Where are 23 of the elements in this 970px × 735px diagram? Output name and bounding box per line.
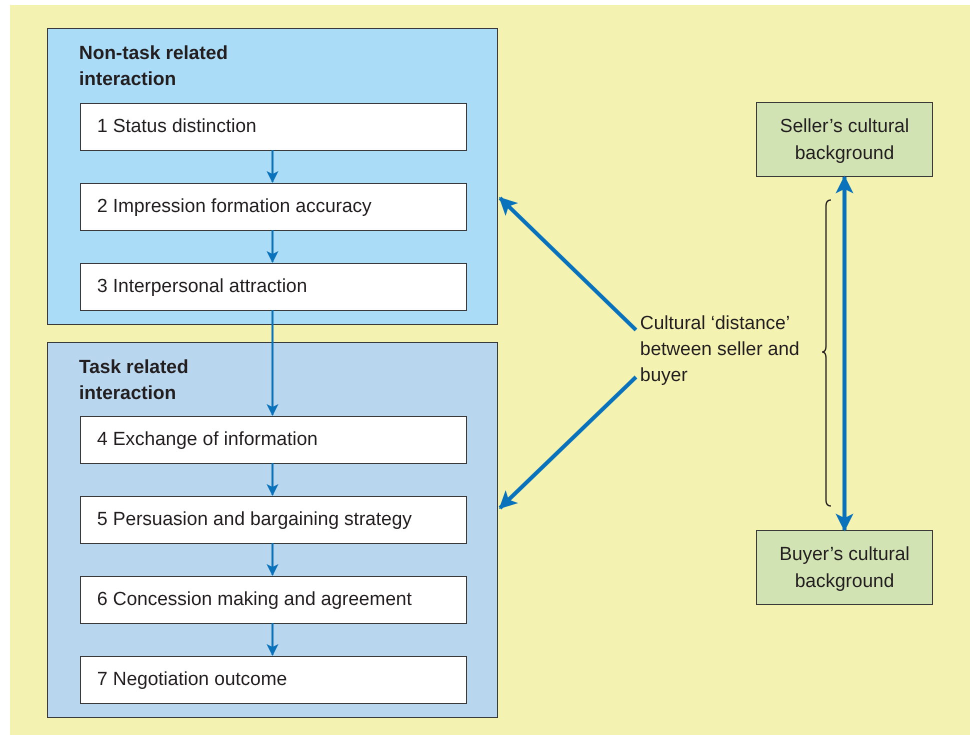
arrow	[266, 230, 278, 263]
arrow	[266, 463, 278, 496]
stage-panel	[47, 342, 498, 718]
background-box: Buyer’s cultural background	[756, 530, 933, 605]
arrow	[266, 623, 278, 656]
process-box: 4 Exchange of information	[80, 416, 467, 464]
arrow	[266, 310, 278, 416]
panel-heading: Task related interaction	[79, 356, 190, 406]
process-box: 2 Impression formation accuracy	[80, 183, 467, 231]
process-box: 1 Status distinction	[80, 103, 467, 151]
annotation-text: Cultural ‘distance’ between seller and buyer	[640, 311, 800, 391]
panel-heading: Non-task related interaction	[79, 42, 229, 92]
process-box: 6 Concession making and agreement	[80, 576, 467, 624]
stage-panel	[47, 28, 498, 325]
arrow	[266, 150, 278, 183]
process-box: 5 Persuasion and bargaining strategy	[80, 496, 467, 544]
arrow	[498, 376, 638, 510]
arrow	[836, 176, 854, 532]
arrow	[266, 543, 278, 576]
process-box: 3 Interpersonal attraction	[80, 263, 467, 311]
arrow	[498, 196, 638, 332]
background-box: Seller’s cultural background	[756, 102, 933, 177]
process-box: 7 Negotiation outcome	[80, 656, 467, 704]
